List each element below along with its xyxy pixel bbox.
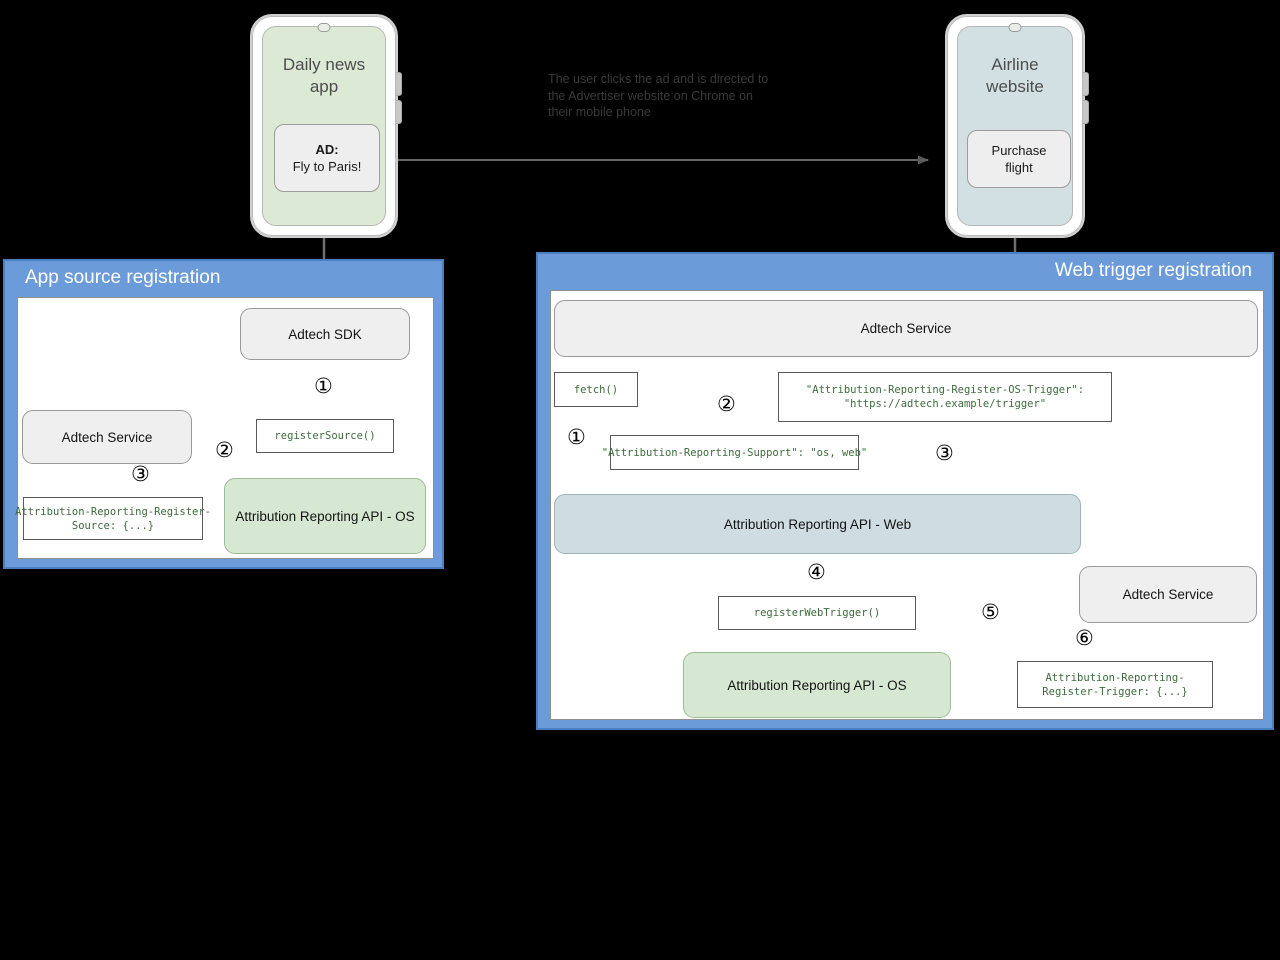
phone-left-camera-icon (317, 23, 331, 32)
step-marker-left-3: ③ (131, 462, 150, 486)
panel-left-title: App source registration (25, 267, 221, 288)
phone-left: Daily news app AD: Fly to Paris! (250, 14, 402, 238)
node-attribution-api-os-left[interactable]: Attribution Reporting API - OS (224, 478, 426, 554)
codebox-register-os-trigger-header: "Attribution-Reporting-Register-OS-Trigg… (778, 372, 1112, 422)
node-adtech-service-left[interactable]: Adtech Service (22, 410, 192, 464)
purchase-flight-card[interactable]: Purchase flight (967, 130, 1071, 188)
panel-right-title: Web trigger registration (1054, 260, 1252, 281)
step-marker-right-4: ④ (807, 560, 826, 584)
node-adtech-service-right-bottom[interactable]: Adtech Service (1079, 566, 1257, 623)
codebox-register-web-trigger: registerWebTrigger() (718, 596, 916, 630)
phone-right-title: Airline website (986, 55, 1044, 96)
node-adtech-sdk[interactable]: Adtech SDK (240, 308, 410, 360)
flow-caption: The user clicks the ad and is directed t… (548, 72, 769, 119)
ad-card-label: AD: (315, 142, 339, 157)
step-marker-left-2: ② (215, 438, 234, 462)
step-marker-right-3: ③ (935, 441, 954, 465)
phone-left-title: Daily news app (282, 55, 366, 96)
phone-right-power-button (1083, 100, 1089, 124)
phone-left-power-button (396, 100, 402, 124)
purchase-flight-line2: flight (1005, 160, 1033, 175)
ad-card[interactable]: AD: Fly to Paris! (274, 124, 380, 192)
codebox-register-trigger-header: Attribution-Reporting- Register-Trigger:… (1017, 661, 1213, 708)
step-marker-right-6: ⑥ (1075, 626, 1094, 650)
phone-right-camera-icon (1008, 23, 1022, 32)
purchase-flight-line1: Purchase (991, 143, 1047, 158)
node-adtech-service-right-top[interactable]: Adtech Service (554, 300, 1258, 357)
step-marker-left-1: ① (314, 374, 333, 398)
codebox-register-source-header: Attribution-Reporting-Register- Source: … (15, 497, 211, 540)
ad-card-text: Fly to Paris! (292, 159, 362, 174)
step-marker-right-1: ① (567, 425, 586, 449)
codebox-fetch: fetch() (554, 372, 638, 407)
node-attribution-api-web[interactable]: Attribution Reporting API - Web (554, 494, 1081, 554)
node-attribution-api-os-right[interactable]: Attribution Reporting API - OS (683, 652, 951, 718)
codebox-attribution-reporting-support: "Attribution-Reporting-Support": "os, we… (602, 435, 867, 470)
phone-left-volume-button (396, 72, 402, 96)
step-marker-right-5: ⑤ (981, 600, 1000, 624)
phone-right: Airline website Purchase flight (945, 14, 1089, 238)
phone-right-volume-button (1083, 72, 1089, 96)
step-marker-right-2: ② (717, 392, 736, 416)
codebox-register-source: registerSource() (256, 419, 394, 453)
